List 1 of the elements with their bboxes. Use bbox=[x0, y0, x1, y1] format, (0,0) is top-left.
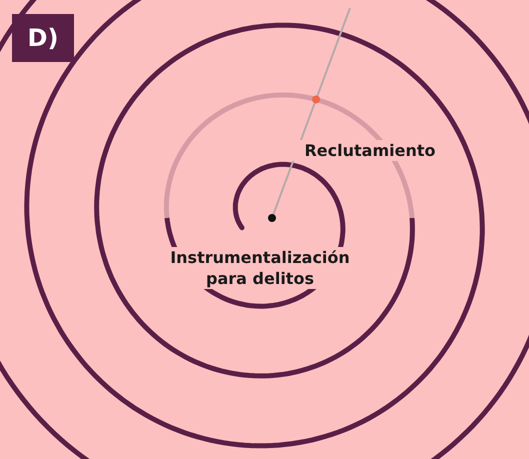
panel-label: D) bbox=[12, 14, 74, 62]
